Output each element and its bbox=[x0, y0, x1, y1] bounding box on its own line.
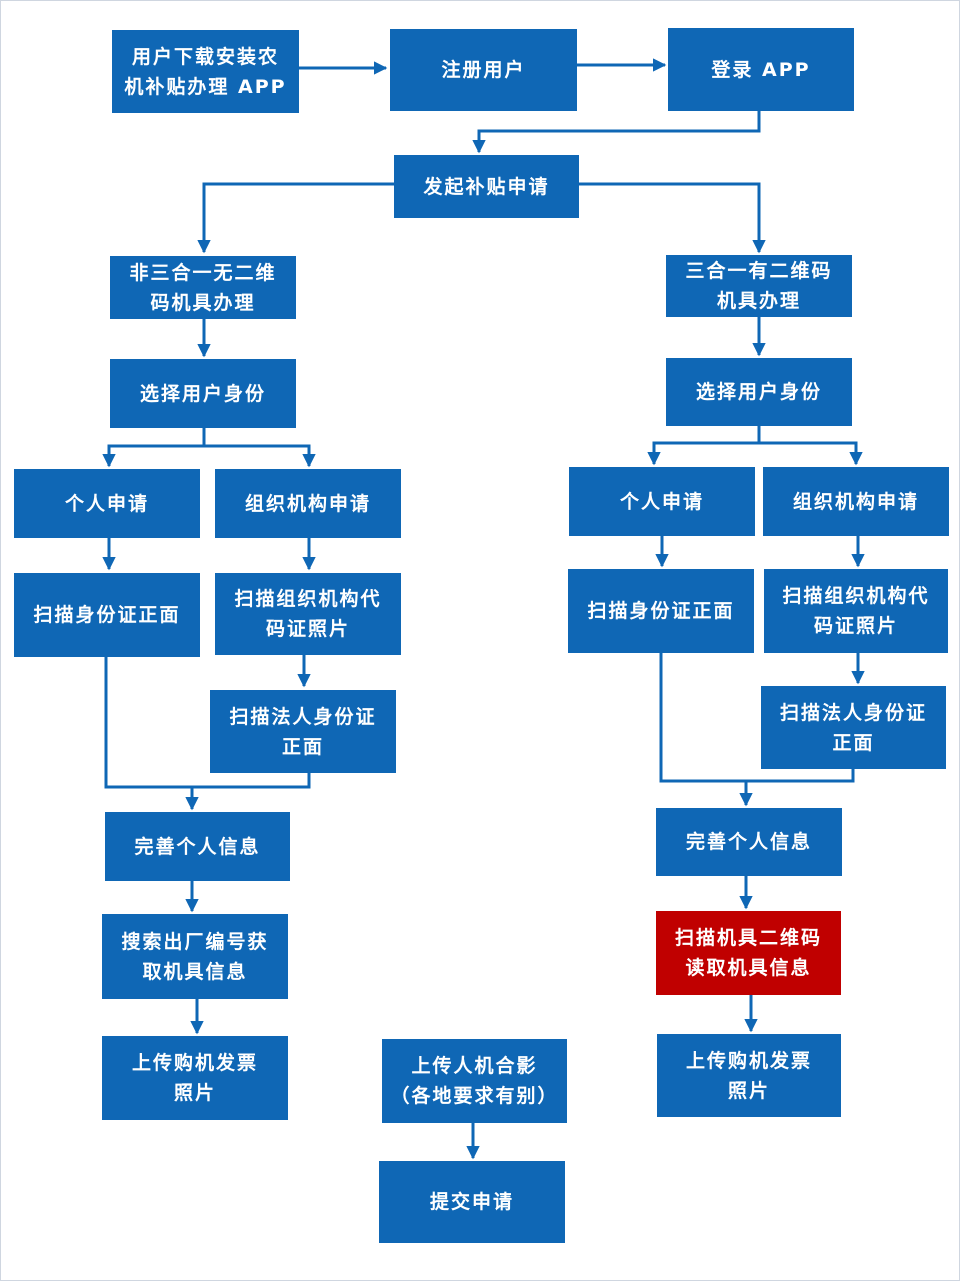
edge-left-select-org bbox=[204, 444, 316, 468]
node-download-app-label: 用户下载安装农 机补贴办理 APP bbox=[124, 45, 287, 98]
edge-right-select-personal bbox=[647, 426, 761, 466]
node-right-scan-qr-label: 扫描机具二维码 读取机具信息 bbox=[674, 927, 822, 979]
node-right-scan-qr: 扫描机具二维码 读取机具信息 bbox=[656, 911, 841, 995]
node-left-upload-invoice: 上传购机发票 照片 bbox=[102, 1036, 288, 1120]
node-left-select-identity-label: 选择用户身份 bbox=[139, 382, 266, 405]
node-login-app: 登录 APP bbox=[668, 28, 854, 111]
node-left-search-serial-label: 搜索出厂编号获 取机具信息 bbox=[121, 930, 269, 983]
edge-right-merge bbox=[659, 653, 855, 805]
node-left-branch: 非三合一无二维 码机具办理 bbox=[110, 256, 296, 319]
node-download-app: 用户下载安装农 机补贴办理 APP bbox=[112, 30, 299, 113]
node-login-app-label: 登录 APP bbox=[711, 58, 811, 81]
node-right-select-identity-label: 选择用户身份 bbox=[695, 381, 822, 403]
node-left-upload-invoice-label: 上传购机发票 照片 bbox=[131, 1052, 258, 1104]
node-right-personal: 个人申请 bbox=[569, 467, 755, 536]
node-right-org: 组织机构申请 bbox=[763, 467, 949, 536]
edge-left-merge bbox=[104, 657, 311, 809]
node-register-user: 注册用户 bbox=[390, 29, 577, 111]
node-left-scan-id-label: 扫描身份证正面 bbox=[33, 604, 181, 626]
edge-apply-left-branch bbox=[197, 182, 394, 254]
node-upload-photo-label: 上传人机合影 （各地要求有别） bbox=[390, 1055, 559, 1107]
node-right-scan-id: 扫描身份证正面 bbox=[568, 569, 754, 653]
node-right-upload-invoice-label: 上传购机发票 照片 bbox=[685, 1049, 812, 1102]
node-left-org-label: 组织机构申请 bbox=[244, 492, 371, 515]
node-left-branch-label: 非三合一无二维 码机具办理 bbox=[129, 261, 277, 314]
node-submit-application-label: 提交申请 bbox=[429, 1191, 514, 1213]
node-start-application-label: 发起补贴申请 bbox=[423, 175, 550, 198]
node-right-select-identity: 选择用户身份 bbox=[666, 358, 852, 426]
node-right-scan-org-code: 扫描组织机构代 码证照片 bbox=[764, 569, 948, 653]
node-left-search-serial: 搜索出厂编号获 取机具信息 bbox=[102, 914, 288, 999]
node-right-complete-info-label: 完善个人信息 bbox=[685, 831, 812, 853]
node-right-scan-legal-id: 扫描法人身份证 正面 bbox=[761, 686, 946, 769]
edge-right-select-org bbox=[759, 441, 863, 466]
edge-left-select-personal bbox=[102, 428, 206, 468]
node-left-org: 组织机构申请 bbox=[215, 469, 401, 538]
node-left-select-identity: 选择用户身份 bbox=[110, 359, 296, 428]
node-right-branch-label: 三合一有二维码 机具办理 bbox=[685, 260, 833, 312]
node-left-scan-org-code: 扫描组织机构代 码证照片 bbox=[215, 573, 401, 655]
node-left-scan-id: 扫描身份证正面 bbox=[14, 573, 200, 657]
node-right-scan-org-code-label: 扫描组织机构代 码证照片 bbox=[782, 585, 930, 637]
node-left-personal: 个人申请 bbox=[14, 469, 200, 538]
node-left-scan-legal-id: 扫描法人身份证 正面 bbox=[210, 690, 396, 773]
edge-login-apply bbox=[472, 111, 761, 154]
node-left-scan-org-code-label: 扫描组织机构代 码证照片 bbox=[234, 588, 382, 640]
node-right-complete-info: 完善个人信息 bbox=[656, 808, 842, 876]
node-start-application: 发起补贴申请 bbox=[394, 155, 579, 218]
node-right-upload-invoice: 上传购机发票 照片 bbox=[657, 1034, 841, 1117]
node-upload-photo: 上传人机合影 （各地要求有别） bbox=[382, 1039, 567, 1123]
node-left-complete-info-label: 完善个人信息 bbox=[134, 835, 261, 858]
node-right-personal-label: 个人申请 bbox=[619, 490, 704, 513]
node-left-personal-label: 个人申请 bbox=[64, 492, 149, 515]
node-left-complete-info: 完善个人信息 bbox=[105, 812, 290, 881]
node-right-scan-legal-id-label: 扫描法人身份证 正面 bbox=[779, 701, 927, 754]
node-submit-application: 提交申请 bbox=[379, 1161, 565, 1243]
node-right-org-label: 组织机构申请 bbox=[792, 490, 919, 513]
node-register-user-label: 注册用户 bbox=[441, 59, 526, 81]
node-right-scan-id-label: 扫描身份证正面 bbox=[587, 600, 735, 622]
node-right-branch: 三合一有二维码 机具办理 bbox=[666, 255, 852, 317]
node-left-scan-legal-id-label: 扫描法人身份证 正面 bbox=[229, 705, 377, 758]
edge-apply-right-branch bbox=[579, 182, 766, 254]
